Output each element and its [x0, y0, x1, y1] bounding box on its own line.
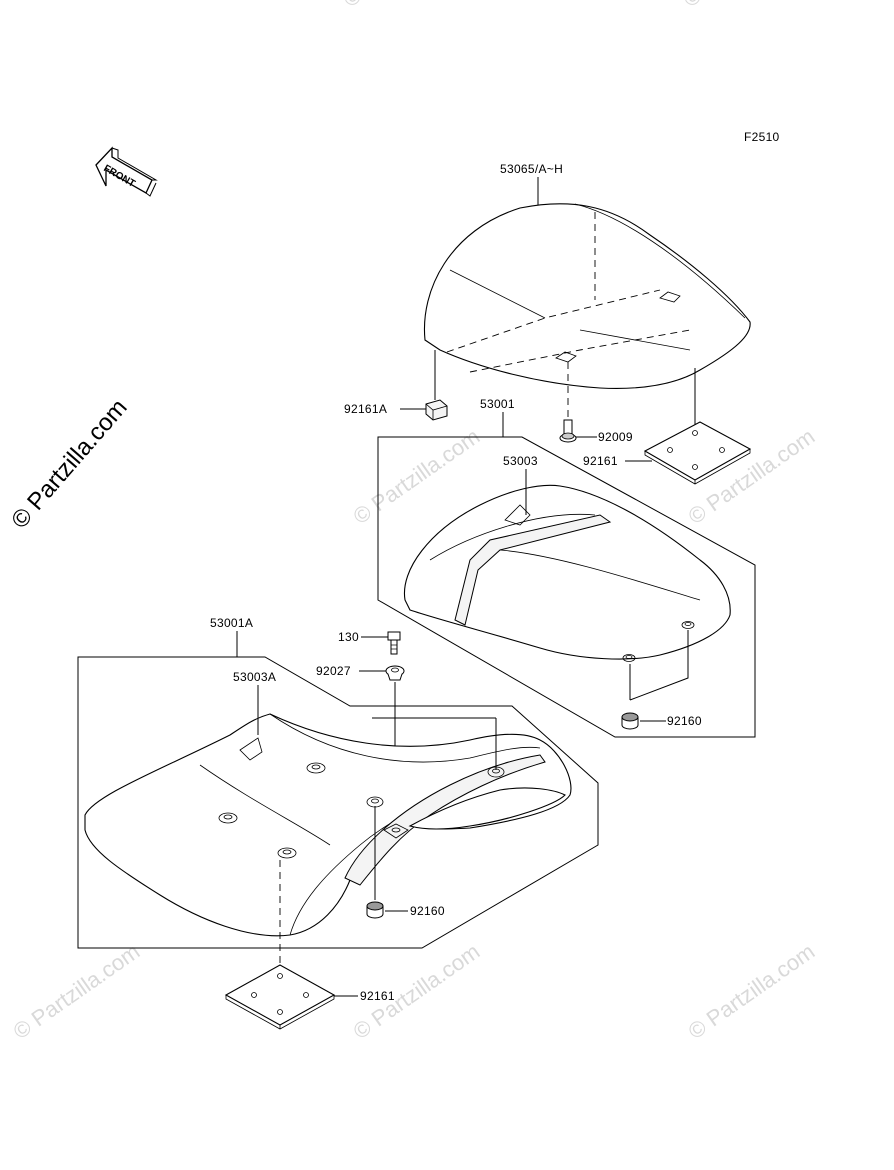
part-label-92160-bottom: 92160 [410, 904, 445, 918]
part-label-53001: 53001 [480, 397, 515, 411]
figure-code: F2510 [744, 130, 780, 144]
assembly-outline-53001A [77, 631, 599, 949]
watermark: © Partzilla.com [684, 939, 820, 1045]
assembly-outline-53001 [377, 412, 756, 738]
seat-cover-part [423, 203, 751, 389]
watermark: © Partzilla.com [9, 939, 145, 1045]
part-label-92161A: 92161A [344, 402, 387, 416]
collar-92027-part [385, 665, 405, 681]
part-label-92161-top: 92161 [583, 454, 618, 468]
pad-92161-bottom-part [224, 964, 336, 1030]
seat-53003A-part [84, 713, 572, 937]
part-label-92161-bottom: 92161 [360, 989, 395, 1003]
part-label-53003: 53003 [503, 454, 538, 468]
front-arrow-icon: FRONT [95, 146, 158, 197]
grommet-92160-bottom-part [366, 901, 384, 919]
watermarks: © Partzilla.com © Partzilla.com © Partzi… [9, 0, 820, 1044]
copyright-label: © Partzilla.com [6, 394, 132, 534]
seat-53003-part [403, 484, 731, 662]
part-label-92160-right: 92160 [667, 714, 702, 728]
watermark: © Partzilla.com [339, 0, 475, 12]
part-label-53065: 53065/A~H [500, 162, 563, 176]
bolt-92009-part [559, 419, 577, 443]
bolt-130-part [387, 631, 401, 655]
part-label-53001A: 53001A [210, 616, 253, 630]
part-label-130: 130 [338, 630, 359, 644]
pad-92161A-part [425, 399, 448, 421]
watermark: © Partzilla.com [679, 0, 815, 12]
part-label-92027: 92027 [316, 664, 351, 678]
pad-92161-top-part [643, 421, 752, 485]
part-label-53003A: 53003A [233, 670, 276, 684]
part-label-92009: 92009 [598, 430, 633, 444]
grommet-92160-right-part [621, 712, 639, 730]
